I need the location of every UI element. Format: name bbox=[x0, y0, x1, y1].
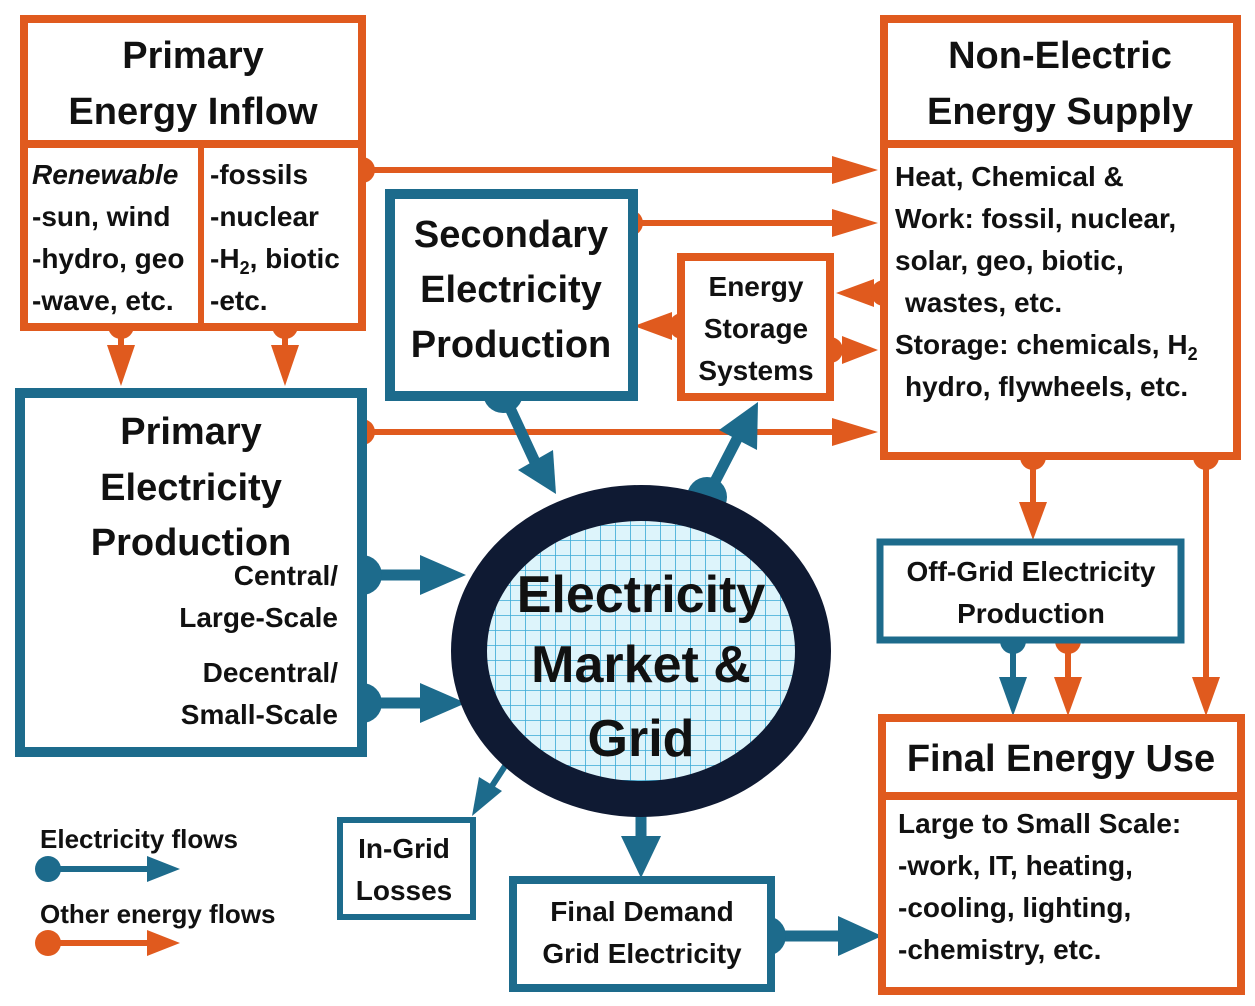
final-use-title: Final Energy Use bbox=[907, 738, 1215, 780]
losses-title-2: Losses bbox=[356, 875, 453, 906]
non-electric-line-1: Heat, Chemical & bbox=[895, 161, 1124, 192]
legend-other-arrow bbox=[147, 930, 180, 956]
secondary-electricity-box: Secondary Electricity Production bbox=[385, 189, 638, 401]
electricity-flows bbox=[342, 373, 1027, 956]
renewable-item-3: -wave, etc. bbox=[32, 285, 174, 316]
central-label-1: Central/ bbox=[234, 560, 338, 591]
legend-other-dot bbox=[35, 930, 61, 956]
primary-energy-inflow-box: Primary Energy Inflow Renewable -sun, wi… bbox=[20, 15, 366, 331]
legend-electricity-dot bbox=[35, 856, 61, 882]
decentral-label-1: Decentral/ bbox=[203, 657, 339, 688]
electricity-market-grid: Electricity Market & Grid bbox=[451, 485, 831, 817]
renewable-item-1: -sun, wind bbox=[32, 201, 170, 232]
non-electric-line-4: wastes, etc. bbox=[904, 287, 1062, 318]
final-use-line-2: -work, IT, heating, bbox=[898, 850, 1133, 881]
primary-inflow-title-2: Energy Inflow bbox=[68, 91, 318, 133]
fossil-item-h2: -H2, biotic bbox=[210, 243, 340, 278]
non-electric-storage-line: Storage: chemicals, H2 bbox=[895, 329, 1198, 364]
legend-electricity-label: Electricity flows bbox=[40, 824, 238, 854]
central-label-2: Large-Scale bbox=[179, 602, 338, 633]
offgrid-title-2: Production bbox=[957, 598, 1105, 629]
legend: Electricity flows Other energy flows bbox=[35, 824, 276, 956]
storage-title-1: Energy bbox=[709, 271, 804, 302]
offgrid-electricity-box: Off-Grid Electricity Production bbox=[876, 538, 1185, 644]
decentral-label-2: Small-Scale bbox=[181, 699, 338, 730]
fossil-item-4: -etc. bbox=[210, 285, 268, 316]
primary-prod-title-1: Primary bbox=[120, 411, 262, 453]
primary-electricity-box: Primary Electricity Production Central/ … bbox=[15, 388, 367, 757]
non-electric-line-3: solar, geo, biotic, bbox=[895, 245, 1124, 276]
renewable-heading: Renewable bbox=[32, 159, 178, 190]
final-use-line-1: Large to Small Scale: bbox=[898, 808, 1181, 839]
storage-title-2: Storage bbox=[704, 313, 808, 344]
primary-prod-title-3: Production bbox=[91, 522, 292, 564]
market-title-1: Electricity bbox=[517, 566, 766, 624]
fossil-item-1: -fossils bbox=[210, 159, 308, 190]
legend-electricity-arrow bbox=[147, 856, 180, 882]
non-electric-title-1: Non-Electric bbox=[948, 35, 1172, 77]
non-electric-energy-supply-box: Non-Electric Energy Supply Heat, Chemica… bbox=[880, 15, 1241, 460]
fossil-item-2: -nuclear bbox=[210, 201, 319, 232]
legend-other-label: Other energy flows bbox=[40, 899, 276, 929]
primary-inflow-title-1: Primary bbox=[122, 35, 264, 77]
final-use-line-4: -chemistry, etc. bbox=[898, 934, 1101, 965]
non-electric-line-5: hydro, flywheels, etc. bbox=[905, 371, 1188, 402]
renewable-item-2: -hydro, geo bbox=[32, 243, 184, 274]
final-use-line-3: -cooling, lighting, bbox=[898, 892, 1131, 923]
in-grid-losses-box: In-Grid Losses bbox=[337, 817, 476, 920]
secondary-title-2: Electricity bbox=[420, 269, 602, 311]
final-demand-title-1: Final Demand bbox=[550, 896, 734, 927]
non-electric-title-2: Energy Supply bbox=[927, 91, 1193, 133]
secondary-title-3: Production bbox=[411, 324, 612, 366]
non-electric-line-2: Work: fossil, nuclear, bbox=[895, 203, 1176, 234]
final-energy-use-box: Final Energy Use Large to Small Scale: -… bbox=[878, 714, 1245, 995]
final-demand-box: Final Demand Grid Electricity bbox=[509, 876, 775, 992]
energy-storage-box: Energy Storage Systems bbox=[677, 253, 834, 401]
final-demand-title-2: Grid Electricity bbox=[542, 938, 742, 969]
market-title-3: Grid bbox=[588, 710, 695, 768]
losses-title-1: In-Grid bbox=[358, 833, 450, 864]
primary-prod-title-2: Electricity bbox=[100, 467, 282, 509]
secondary-title-1: Secondary bbox=[414, 214, 608, 256]
offgrid-title-1: Off-Grid Electricity bbox=[907, 556, 1156, 587]
storage-title-3: Systems bbox=[698, 355, 813, 386]
market-title-2: Market & bbox=[531, 636, 751, 694]
